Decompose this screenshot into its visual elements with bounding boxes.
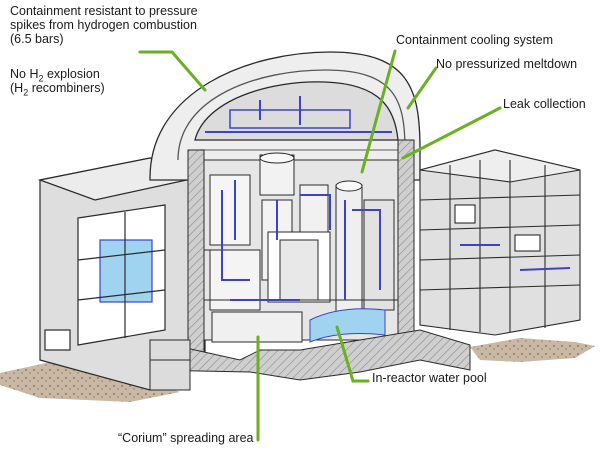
label-containment-line3: (6.5 bars): [10, 32, 64, 46]
leader-lines: [138, 49, 502, 442]
label-recombiners-sub: 2: [23, 87, 29, 98]
containment-dome: [149, 51, 421, 181]
foundation: [149, 329, 471, 391]
label-no-h2-sub: 2: [38, 73, 44, 84]
label-no-h2-line1: No H2 explosion: [10, 67, 105, 84]
label-water-pool: In-reactor water pool: [372, 371, 487, 385]
label-no-h2-b: explosion: [43, 67, 100, 81]
label-corium-area: “Corium” spreading area: [118, 431, 254, 445]
leader-pool: [335, 325, 370, 383]
piping: [221, 96, 381, 301]
label-cooling-system: Containment cooling system: [396, 33, 554, 47]
label-containment-line2: spikes from hydrogen combustion: [10, 18, 197, 32]
label-containment-line1: Containment resistant to pressure: [10, 4, 198, 18]
leader-cooling: [360, 49, 397, 174]
label-no-pressurized-meltdown: No pressurized meltdown: [436, 57, 578, 71]
label-containment: Containment resistant to pressure spikes…: [10, 4, 198, 46]
label-leak-collection: Leak collection: [503, 97, 586, 111]
label-no-h2-explosion: No H2 explosion (H2 recombiners): [10, 67, 105, 98]
leader-no-pressurized: [406, 66, 438, 110]
label-no-h2-a: No H: [10, 67, 39, 81]
label-recombiners-b: recombiners): [28, 81, 105, 95]
label-no-h2-line2: (H2 recombiners): [10, 81, 105, 98]
ground-strips: [0, 338, 595, 402]
right-building: [419, 149, 581, 336]
label-recombiners-a: (H: [10, 81, 24, 95]
leader-leak: [401, 106, 502, 160]
leader-containment: [138, 50, 207, 92]
reactor-internals: [203, 152, 399, 343]
